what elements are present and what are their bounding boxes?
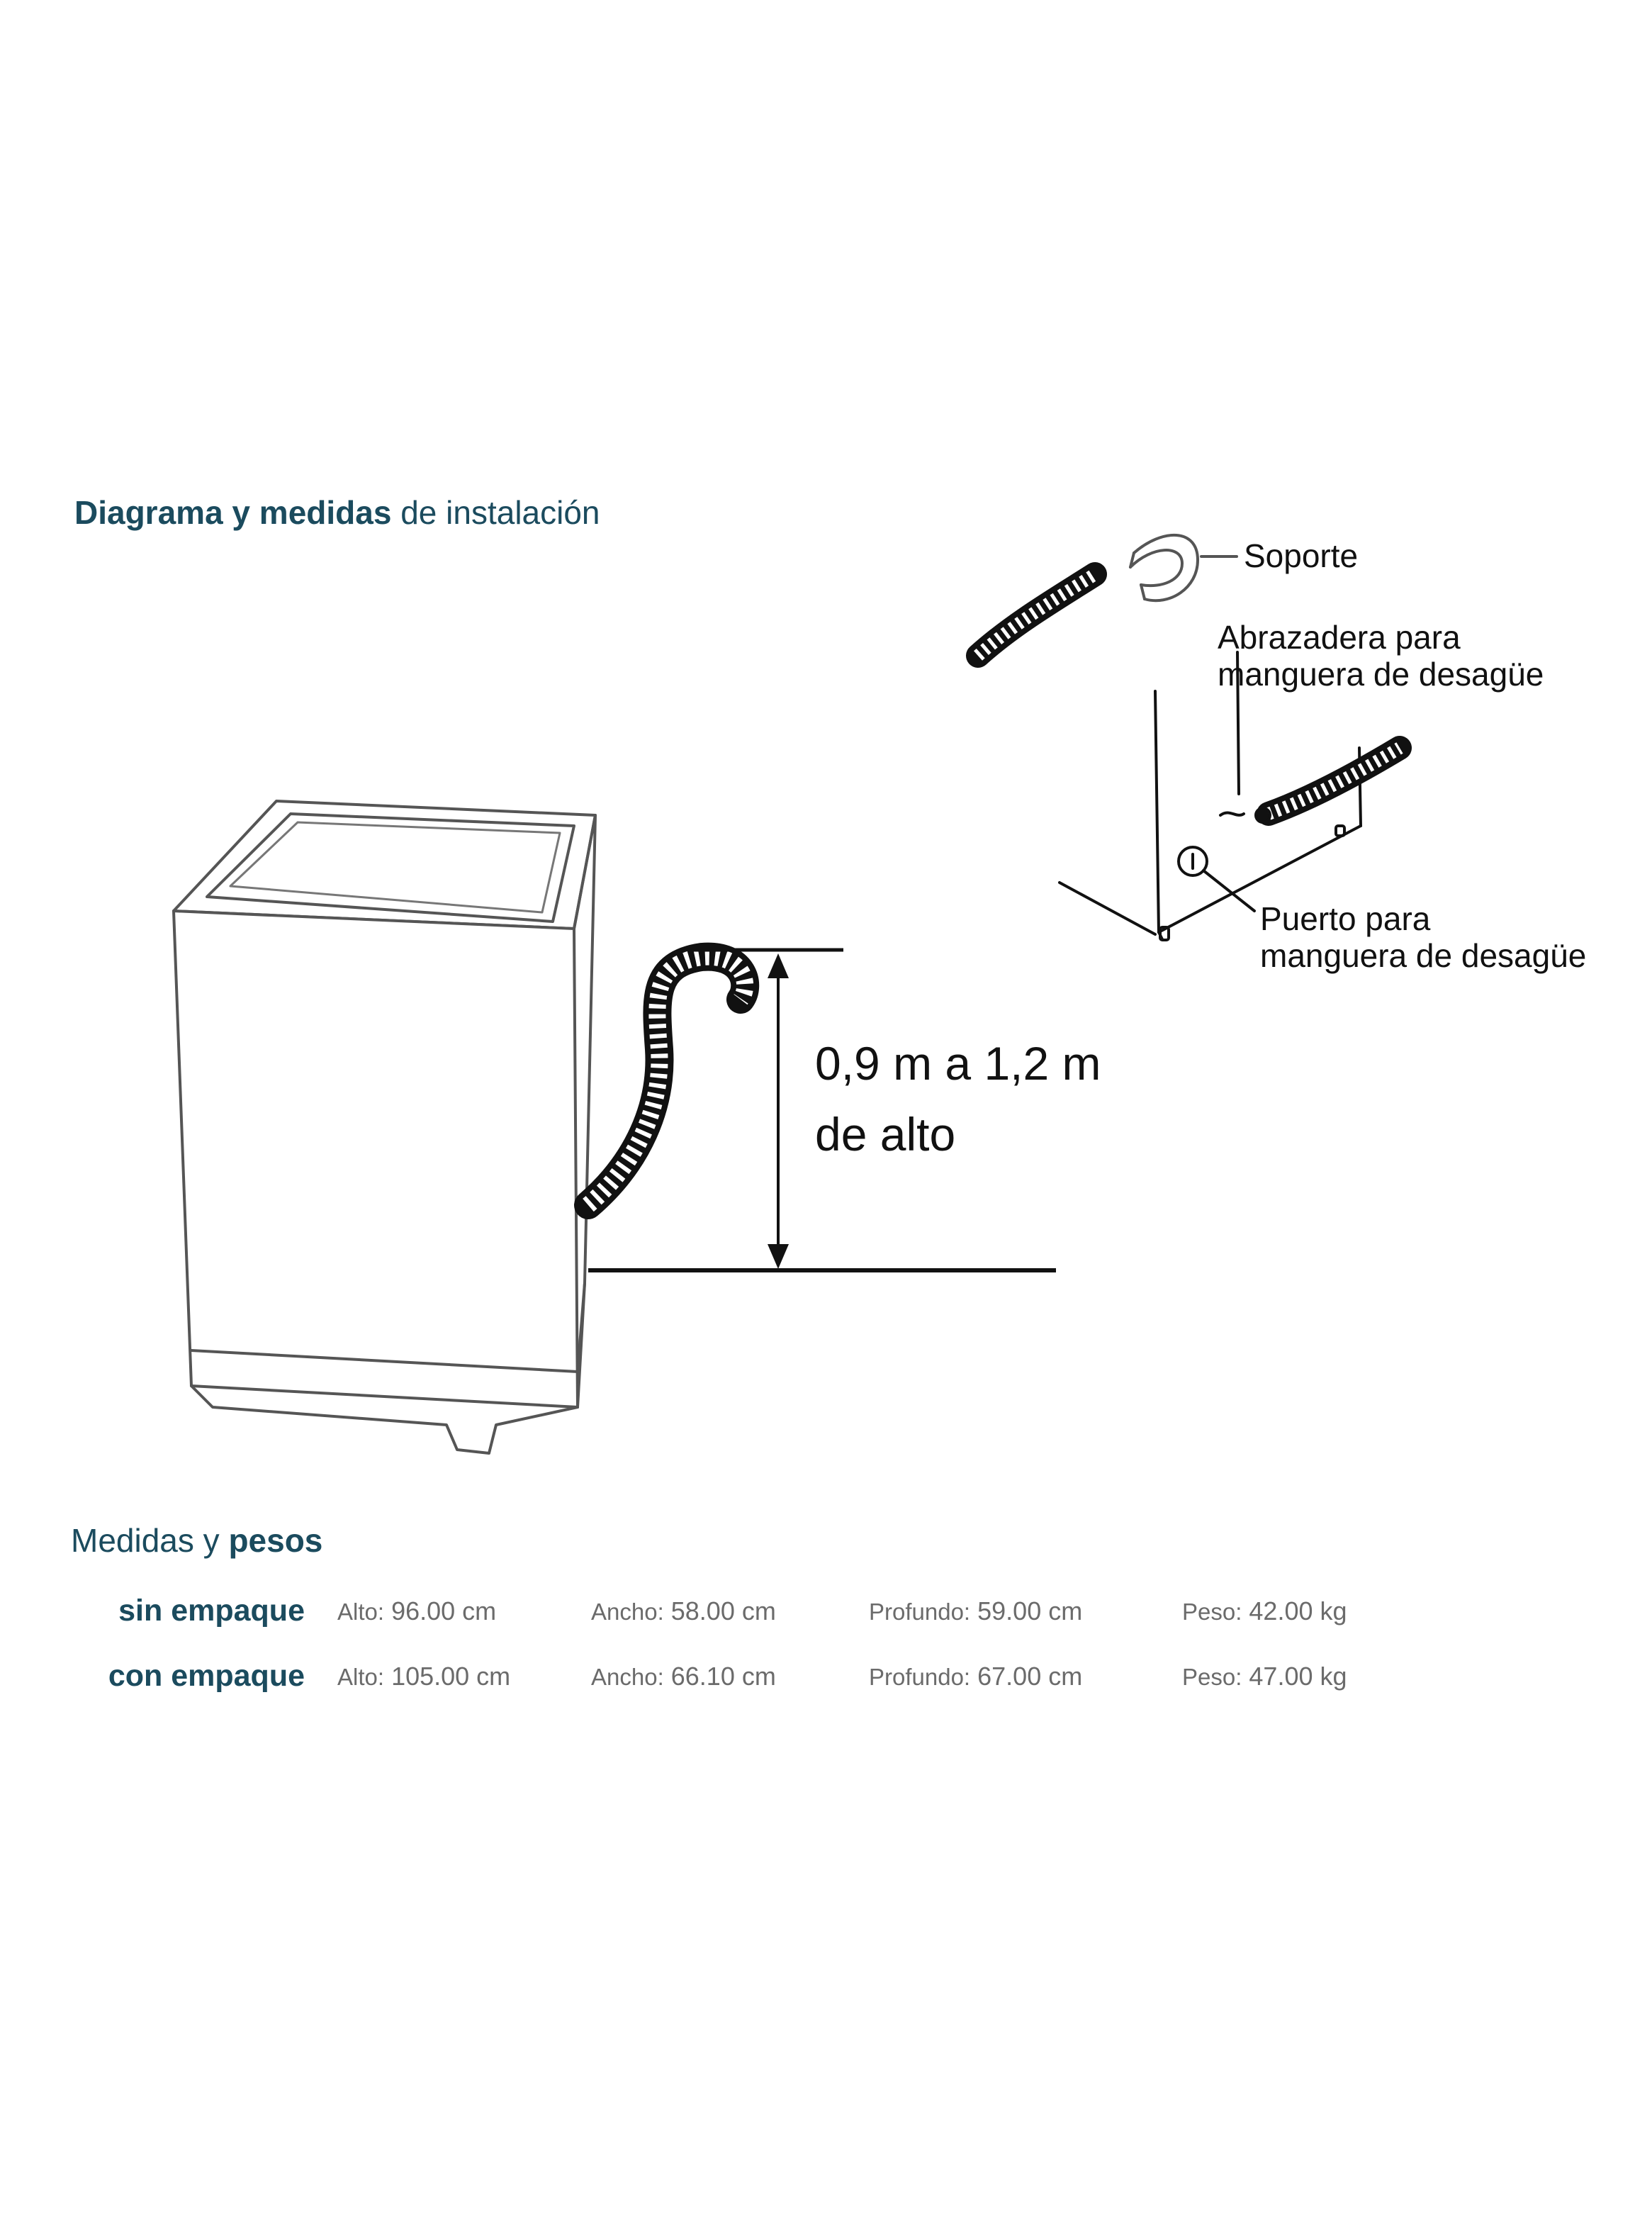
spec-profundo: Profundo: 67.00 cm: [869, 1662, 1082, 1691]
spec-peso-key: Peso:: [1182, 1664, 1242, 1690]
spec-alto-key: Alto:: [337, 1664, 385, 1690]
drain-port-detail: [1058, 651, 1412, 941]
spec-row-label: sin empaque: [118, 1594, 305, 1628]
callout-soporte: Soporte: [1244, 537, 1359, 574]
installation-diagram: [172, 533, 1412, 1455]
spec-profundo: Profundo: 59.00 cm: [869, 1596, 1082, 1626]
spec-alto-value: 105.00 cm: [391, 1662, 511, 1691]
spec-alto-value: 96.00 cm: [391, 1596, 497, 1625]
spec-peso-value: 47.00 kg: [1249, 1662, 1347, 1691]
drain-hose-illustration: [574, 942, 760, 1219]
height-range-line2: de alto: [815, 1108, 956, 1160]
height-range-label: 0,9 m a 1,2 m de alto: [815, 1028, 1101, 1170]
spec-ancho-value: 58.00 cm: [670, 1596, 776, 1625]
spec-ancho-value: 66.10 cm: [670, 1662, 776, 1691]
callout-abrazadera-line1: Abrazadera para: [1218, 619, 1461, 656]
specs-title-bold: pesos: [228, 1522, 323, 1559]
spec-ancho: Ancho: 66.10 cm: [591, 1662, 776, 1691]
spec-profundo-key: Profundo:: [869, 1664, 971, 1690]
spec-peso-key: Peso:: [1182, 1599, 1242, 1625]
callout-puerto: Puerto para manguera de desagüe: [1260, 900, 1586, 974]
specs-title: Medidas y pesos: [71, 1521, 322, 1560]
callout-abrazadera: Abrazadera para manguera de desagüe: [1218, 619, 1544, 693]
spec-row-label: con empaque: [108, 1659, 305, 1693]
spec-ancho: Ancho: 58.00 cm: [591, 1596, 776, 1626]
height-range-line1: 0,9 m a 1,2 m: [815, 1037, 1101, 1090]
spec-alto-key: Alto:: [337, 1599, 385, 1625]
spec-ancho-key: Ancho:: [591, 1599, 664, 1625]
page-title: Diagrama y medidas de instalación: [74, 493, 600, 532]
washing-machine-illustration: [172, 800, 597, 1455]
spec-peso: Peso: 42.00 kg: [1182, 1596, 1347, 1626]
spec-alto: Alto: 96.00 cm: [337, 1596, 496, 1626]
height-dimension: [588, 948, 1056, 1272]
spec-peso: Peso: 47.00 kg: [1182, 1662, 1347, 1691]
hose-support-detail: [966, 533, 1238, 668]
spec-peso-value: 42.00 kg: [1249, 1596, 1347, 1625]
title-rest: de instalación: [400, 494, 600, 531]
spec-profundo-value: 67.00 cm: [977, 1662, 1083, 1691]
callout-abrazadera-line2: manguera de desagüe: [1218, 656, 1544, 693]
title-bold: Diagrama y medidas: [74, 494, 392, 531]
callout-puerto-line1: Puerto para: [1260, 900, 1431, 937]
spec-profundo-value: 59.00 cm: [977, 1596, 1083, 1625]
spec-ancho-key: Ancho:: [591, 1664, 664, 1690]
spec-profundo-key: Profundo:: [869, 1599, 971, 1625]
spec-alto: Alto: 105.00 cm: [337, 1662, 510, 1691]
callout-puerto-line2: manguera de desagüe: [1260, 937, 1587, 974]
specs-title-regular: Medidas y: [71, 1522, 220, 1559]
